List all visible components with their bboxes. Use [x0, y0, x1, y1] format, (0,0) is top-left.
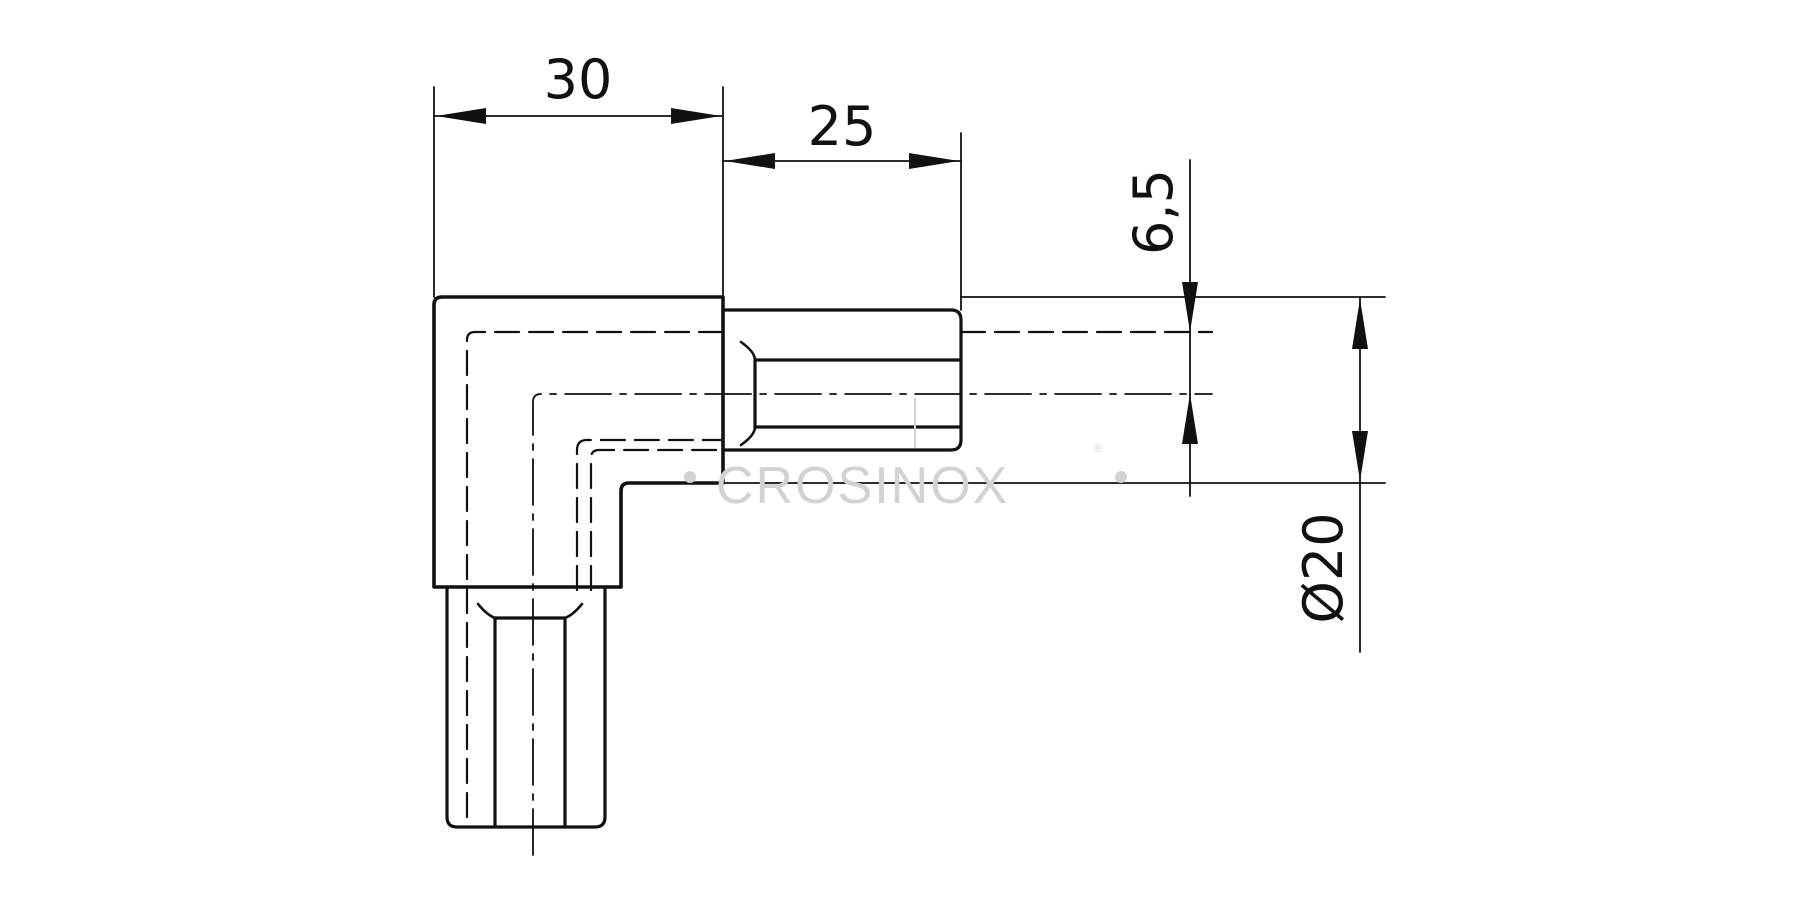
bottom-tenon-chamfer-right — [563, 602, 584, 620]
arrow-25-right — [909, 153, 959, 169]
arrow-30-left — [436, 108, 486, 124]
hidden-inner-bore-2 — [589, 448, 725, 592]
elbow-body-outline — [432, 295, 725, 589]
watermark-text: CROSINOX — [716, 457, 1009, 515]
dim-text-25: 25 — [808, 95, 877, 158]
arrow-65-bottom — [1182, 394, 1198, 444]
watermark-dot-right — [1115, 471, 1127, 483]
hidden-outer-bore — [465, 330, 725, 819]
dim-text-diameter-20: Ø20 — [1292, 512, 1355, 623]
arrow-dia-bottom — [1352, 431, 1368, 481]
right-tenon-chamfer-top — [739, 340, 757, 362]
dim-text-6-5: 6,5 — [1122, 169, 1185, 255]
watermark-dot-left — [684, 471, 696, 483]
arrow-dia-top — [1352, 299, 1368, 349]
center-line-elbow — [532, 393, 1213, 856]
arrow-30-right — [671, 108, 721, 124]
right-tenon-chamfer-bottom — [739, 425, 757, 447]
hidden-inner-bore-1 — [575, 438, 725, 592]
dim-text-30: 30 — [544, 48, 613, 111]
arrow-25-left — [725, 153, 775, 169]
bottom-tenon-chamfer-left — [476, 602, 497, 620]
watermark: CROSINOX ® — [684, 398, 1127, 515]
watermark-registered: ® — [1094, 443, 1102, 455]
right-tenon-outline — [721, 308, 963, 452]
arrow-65-top — [1182, 282, 1198, 332]
bottom-tenon-outline — [445, 585, 607, 829]
